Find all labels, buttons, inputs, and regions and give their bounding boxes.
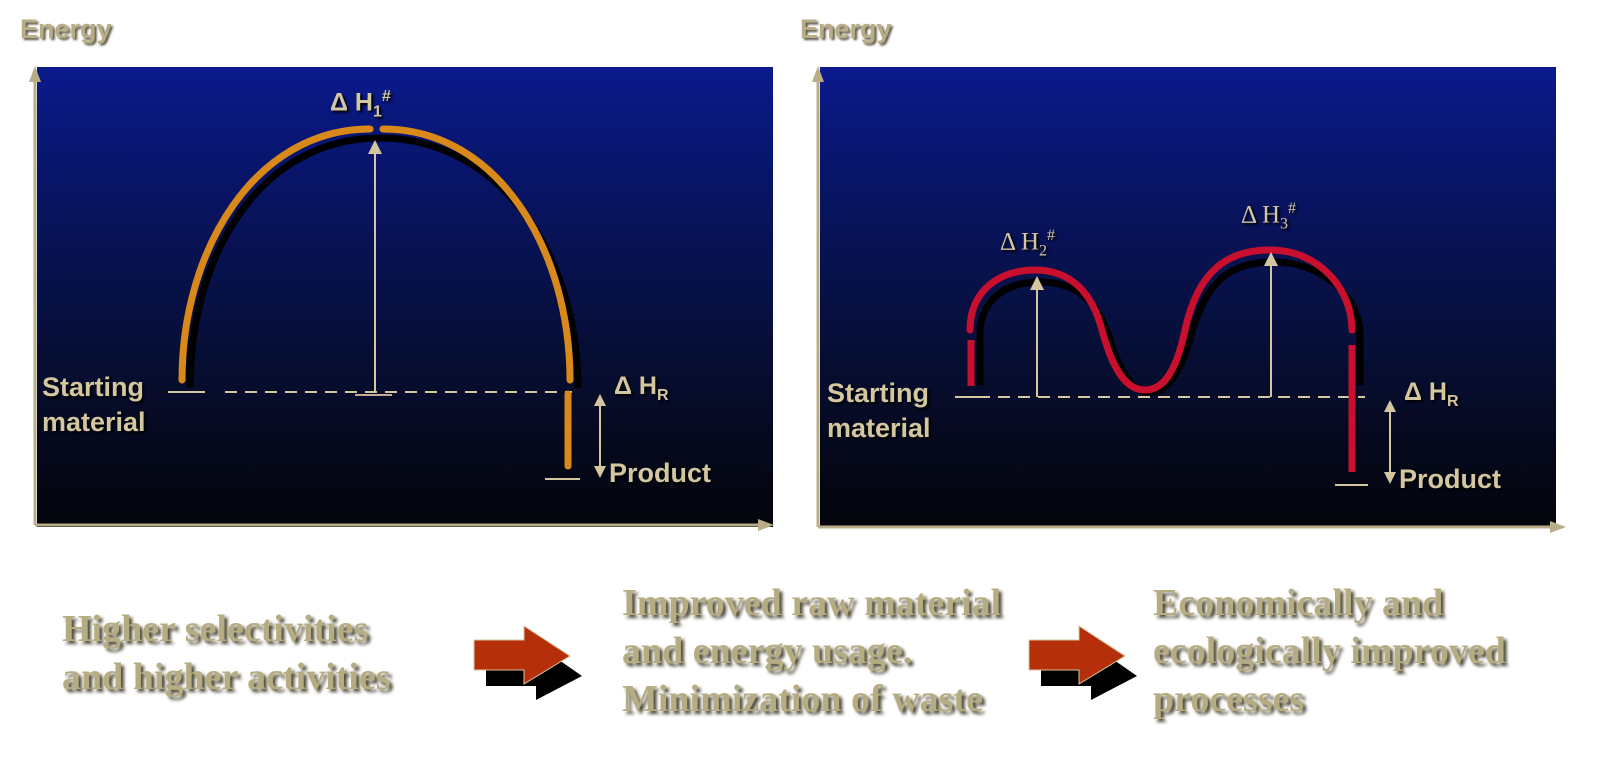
right-x-axis-arrowhead	[1550, 521, 1566, 533]
right-activation-2-arrowhead	[1030, 276, 1044, 290]
right-activation-3-arrowhead	[1264, 252, 1278, 266]
right-activation-2-label: Δ H2#	[1000, 227, 1056, 260]
left-y-axis-arrowhead	[29, 66, 41, 82]
flow-step-improved-usage: Improved raw material and energy usage. …	[622, 582, 1002, 720]
right-energy-axis-title: Energy	[800, 14, 892, 44]
left-reaction-arrowhead-up	[594, 394, 606, 406]
right-reaction-enthalpy-label: Δ HR	[1404, 378, 1459, 410]
left-activation-arrowhead	[368, 140, 382, 154]
left-energy-curve-right	[379, 125, 574, 384]
left-energy-curve	[178, 125, 374, 384]
right-y-axis-arrowhead	[812, 66, 824, 82]
left-curve-shadow	[186, 134, 582, 389]
right-starting-material-label: Starting material	[827, 378, 931, 443]
left-activation-enthalpy-label: Δ H1#	[330, 88, 391, 121]
left-reaction-enthalpy-label: Δ HR	[614, 372, 669, 404]
flow-step-improved-processes: Economically and ecologically improved p…	[1153, 582, 1506, 720]
flow-step-higher-selectivities: Higher selectivities and higher activiti…	[62, 608, 391, 698]
left-energy-axis-title: Energy	[20, 14, 112, 44]
right-diagram-panel	[820, 67, 1556, 527]
flow-right-arrow-icon	[473, 625, 582, 700]
left-starting-material-label: Starting material	[42, 372, 146, 437]
right-energy-curve	[966, 246, 1356, 394]
right-energy-diagram	[812, 66, 1566, 533]
right-product-label: Product	[1399, 464, 1502, 494]
flow-right-arrow-icon-2	[1028, 625, 1137, 700]
right-activation-3-label: Δ H3#	[1241, 200, 1297, 233]
left-product-label: Product	[609, 458, 712, 488]
right-reaction-arrowhead-down	[1384, 472, 1396, 484]
right-reaction-arrowhead-up	[1384, 400, 1396, 412]
left-energy-diagram	[29, 66, 774, 531]
left-diagram-panel	[37, 67, 773, 527]
left-reaction-arrowhead-down	[594, 466, 606, 478]
left-x-axis-arrowhead	[758, 519, 774, 531]
